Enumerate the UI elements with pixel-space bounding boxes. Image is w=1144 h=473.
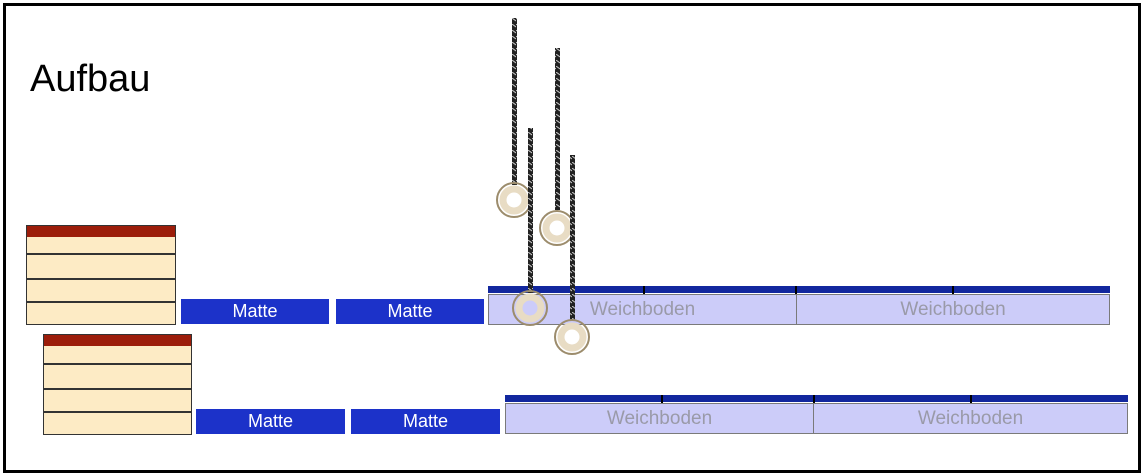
matte-upper-2: Matte: [336, 299, 484, 324]
ring-front-right: [554, 319, 590, 355]
matte-upper-1: Matte: [181, 299, 329, 324]
vaulting-box-upper: [26, 225, 176, 325]
weichboden-row-lower: Weichboden Weichboden: [505, 395, 1128, 435]
diagram-title: Aufbau: [30, 58, 151, 100]
weichboden-lower-1: Weichboden: [505, 403, 814, 434]
matte-lower-2: Matte: [351, 409, 500, 434]
rope-back-right: [555, 48, 560, 210]
weichboden-row-upper: Weichboden Weichboden: [488, 286, 1110, 326]
rope-back-left: [512, 18, 517, 185]
rope-front-right: [570, 155, 575, 320]
ring-front-left: [512, 290, 548, 326]
matte-lower-1: Matte: [196, 409, 345, 434]
rope-front-left: [528, 128, 533, 293]
ring-pair-back: [496, 18, 575, 246]
ring-pair-front: [512, 128, 590, 355]
weichboden-upper-2: Weichboden: [796, 294, 1110, 325]
weichboden-lower-2: Weichboden: [813, 403, 1128, 434]
vaulting-box-lower: [43, 334, 192, 435]
